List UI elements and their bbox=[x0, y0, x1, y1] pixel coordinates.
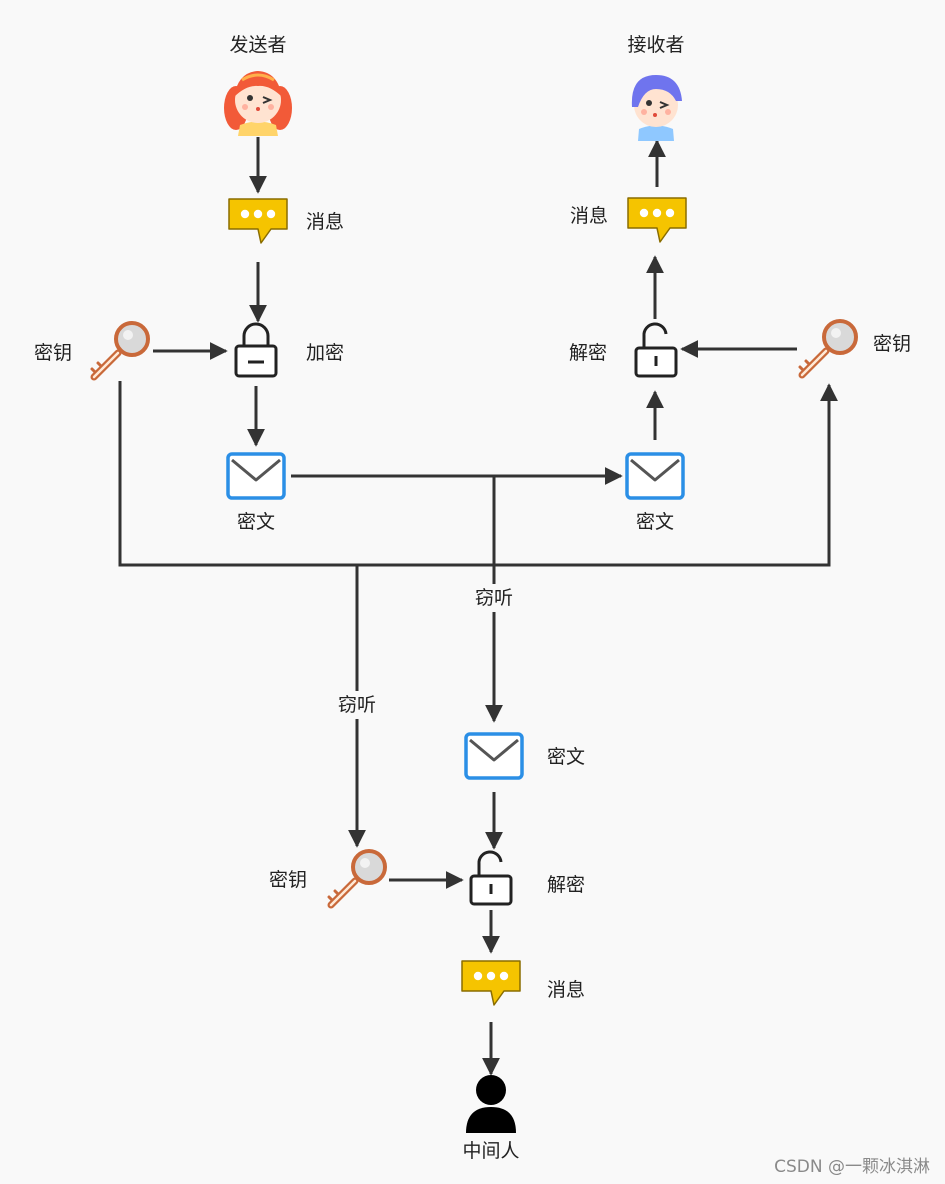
sender-label: 发送者 bbox=[229, 34, 286, 56]
receiver-ciphertext-envelope-icon bbox=[625, 452, 685, 500]
mitm-message-icon bbox=[461, 960, 521, 1006]
receiver-decrypt-unlock-icon bbox=[634, 322, 678, 378]
receiver-decrypt-label: 解密 bbox=[569, 342, 607, 364]
sender-ciphertext-label: 密文 bbox=[237, 511, 275, 533]
eavesdrop-ciphertext-label: 窃听 bbox=[475, 587, 513, 609]
mitm-ciphertext-envelope-icon bbox=[464, 732, 524, 780]
receiver-label: 接收者 bbox=[627, 34, 684, 56]
receiver-key-icon bbox=[800, 321, 856, 375]
eavesdrop-key-label: 窃听 bbox=[338, 694, 376, 716]
key-bus-line bbox=[118, 381, 838, 567]
mitm-key-label: 密钥 bbox=[269, 869, 307, 891]
sender-ciphertext-envelope-icon bbox=[226, 452, 286, 500]
mitm-decrypt-unlock-icon bbox=[469, 850, 513, 906]
receiver-key-label: 密钥 bbox=[873, 333, 911, 355]
sender-key-label: 密钥 bbox=[34, 342, 72, 364]
mitm-message-label: 消息 bbox=[547, 979, 585, 1001]
connectors bbox=[118, 137, 838, 1076]
mitm-decrypt-label: 解密 bbox=[547, 874, 585, 896]
receiver-ciphertext-label: 密文 bbox=[636, 511, 674, 533]
sender-avatar-icon bbox=[224, 71, 292, 136]
mitm-label: 中间人 bbox=[462, 1140, 519, 1162]
mitm-key-icon bbox=[329, 851, 385, 905]
sender-key-icon bbox=[92, 323, 148, 377]
sender-message-icon bbox=[228, 198, 288, 244]
mitm-ciphertext-label: 密文 bbox=[547, 746, 585, 768]
encrypt-lock-icon bbox=[234, 322, 278, 378]
sender-message-label: 消息 bbox=[306, 211, 344, 233]
receiver-message-icon bbox=[627, 197, 687, 243]
receiver-avatar-icon bbox=[631, 75, 682, 141]
encrypt-label: 加密 bbox=[306, 342, 344, 364]
mitm-person-icon bbox=[466, 1075, 516, 1133]
watermark: CSDN @一颗冰淇淋 bbox=[774, 1157, 930, 1177]
receiver-message-label: 消息 bbox=[570, 205, 608, 227]
